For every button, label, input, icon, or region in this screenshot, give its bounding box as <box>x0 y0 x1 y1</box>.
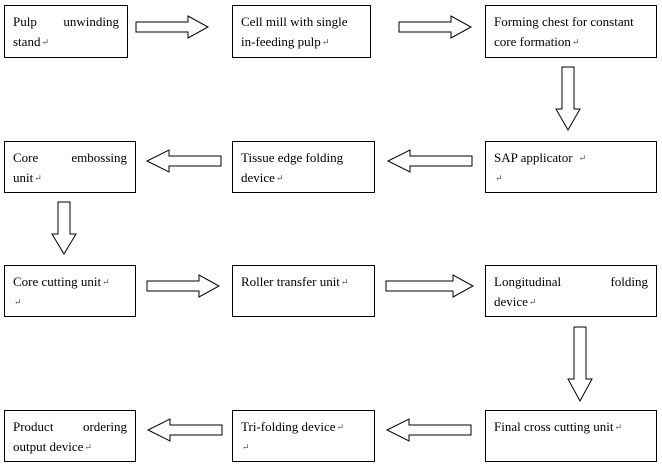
step-line: SAP applicator <box>494 150 573 165</box>
step-line: core formation <box>494 34 571 49</box>
step-sap-applicator: SAP applicator ↵ ↵ <box>485 141 657 193</box>
step-line: Tri-folding device <box>241 419 336 434</box>
step-cell-mill: Cell mill with single in-feeding pulp↵ <box>232 5 371 58</box>
paragraph-mark-icon: ↵ <box>102 277 110 287</box>
step-line: device <box>494 294 528 309</box>
paragraph-mark-icon: ↵ <box>571 37 580 47</box>
paragraph-mark-icon: ↵ <box>336 422 345 432</box>
arrow-right-icon <box>146 274 221 298</box>
arrow-right-icon <box>135 15 210 39</box>
step-line: Final cross cutting unit <box>494 419 614 434</box>
step-line: Pulp unwinding <box>13 14 119 29</box>
step-line: Longitudinal folding <box>494 274 648 289</box>
step-line: device <box>241 170 275 185</box>
arrow-left-icon <box>385 418 472 442</box>
paragraph-mark-icon: ↵ <box>528 297 537 307</box>
step-roller-transfer-unit: Roller transfer unit↵ <box>232 265 375 317</box>
arrow-down-icon <box>567 326 593 403</box>
paragraph-mark-icon: ↵ <box>41 37 49 47</box>
paragraph-mark-icon: ↵ <box>578 153 587 163</box>
step-line: Forming chest for constant <box>494 14 634 29</box>
step-line: output device <box>13 439 84 454</box>
paragraph-mark-icon: ↵ <box>242 442 250 452</box>
step-line: Core cutting unit <box>13 274 102 289</box>
step-core-embossing-unit: Core embossing unit↵ <box>4 141 136 193</box>
paragraph-mark-icon: ↵ <box>84 442 92 452</box>
arrow-left-icon <box>145 149 222 173</box>
paragraph-mark-icon: ↵ <box>275 173 284 183</box>
paragraph-mark-icon: ↵ <box>34 173 42 183</box>
step-line: Roller transfer unit <box>241 274 340 289</box>
arrow-right-icon <box>385 274 475 298</box>
paragraph-mark-icon: ↵ <box>14 297 22 307</box>
step-pulp-unwinding-stand: Pulp unwinding stand↵ <box>4 5 128 58</box>
arrow-left-icon <box>386 149 473 173</box>
paragraph-mark-icon: ↵ <box>340 277 349 287</box>
step-forming-chest: Forming chest for constant core formatio… <box>485 5 657 58</box>
step-line: Core embossing <box>13 150 127 165</box>
step-line: in-feeding pulp <box>241 34 321 49</box>
step-tissue-edge-folding-device: Tissue edge folding device↵ <box>232 141 375 193</box>
arrow-down-icon <box>51 201 77 255</box>
step-longitudinal-folding-device: Longitudinal folding device↵ <box>485 265 657 317</box>
arrow-left-icon <box>146 418 223 442</box>
step-line: unit <box>13 170 34 185</box>
paragraph-mark-icon: ↵ <box>614 422 623 432</box>
step-line: Tissue edge folding <box>241 150 344 165</box>
step-product-ordering-output-device: Product ordering output device↵ <box>4 410 136 462</box>
step-tri-folding-device: Tri-folding device↵ ↵ <box>232 410 375 462</box>
arrow-right-icon <box>398 15 473 39</box>
step-line: stand <box>13 34 41 49</box>
step-line: Product ordering <box>13 419 127 434</box>
step-core-cutting-unit: Core cutting unit↵ ↵ <box>4 265 136 317</box>
arrow-down-icon <box>555 66 581 132</box>
paragraph-mark-icon: ↵ <box>495 173 503 183</box>
paragraph-mark-icon: ↵ <box>321 37 330 47</box>
step-final-cross-cutting-unit: Final cross cutting unit↵ <box>485 410 657 462</box>
step-line: Cell mill with single <box>241 14 348 29</box>
